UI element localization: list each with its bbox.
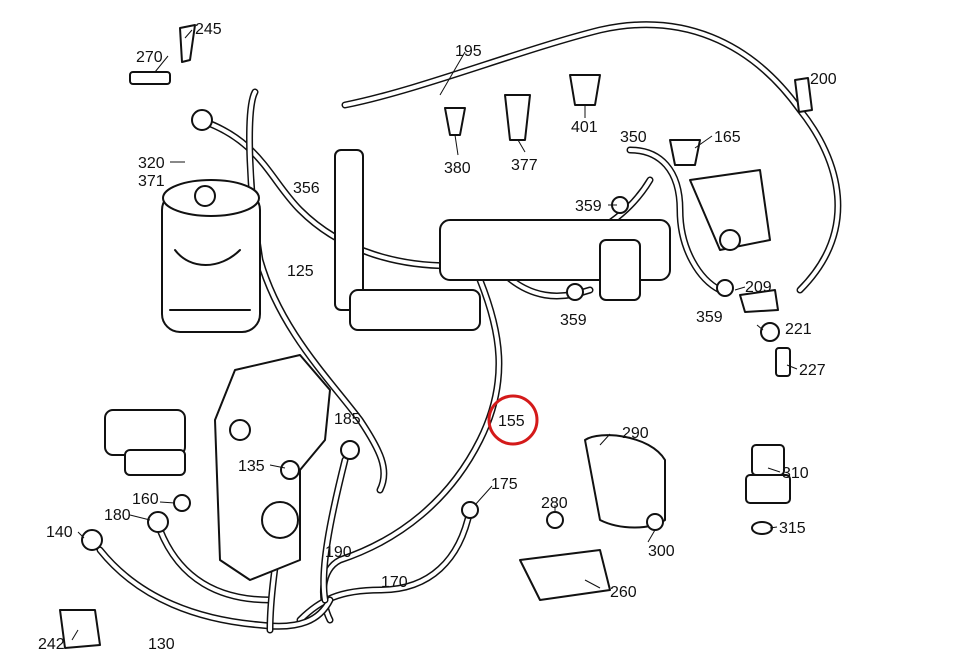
label-310: 310: [782, 465, 809, 482]
fuel-filter: [161, 179, 261, 333]
label-320: 320: [138, 155, 165, 172]
label-371: 371: [138, 173, 165, 190]
label-190: 190: [325, 544, 352, 561]
sensor-bracket: [519, 434, 666, 601]
part-labels: 245 270 195 200 401 377 380 350 165 320 …: [38, 21, 837, 653]
label-140: 140: [46, 524, 73, 541]
label-200: 200: [810, 71, 837, 88]
label-315: 315: [779, 520, 806, 537]
label-195: 195: [455, 43, 482, 60]
label-260: 260: [610, 584, 637, 601]
label-290: 290: [622, 425, 649, 442]
label-242: 242: [38, 636, 65, 653]
label-175: 175: [491, 476, 518, 493]
label-380: 380: [444, 160, 471, 177]
label-245: 245: [195, 21, 222, 38]
label-221: 221: [785, 321, 812, 338]
label-130: 130: [148, 636, 175, 653]
label-270: 270: [136, 49, 163, 66]
label-377: 377: [511, 157, 538, 174]
injection-pump: [104, 354, 331, 581]
label-359-a: 359: [575, 198, 602, 215]
pressure-sensor: [745, 444, 791, 535]
label-350: 350: [620, 129, 647, 146]
label-359-b: 359: [560, 312, 587, 329]
label-209: 209: [745, 279, 772, 296]
highlight-circle: [487, 394, 539, 446]
injector-rail: [334, 149, 771, 331]
tube-lines: [96, 21, 842, 634]
label-160: 160: [132, 491, 159, 508]
leader-lines: [71, 29, 798, 641]
label-227: 227: [799, 362, 826, 379]
label-185: 185: [334, 411, 361, 428]
label-135: 135: [238, 458, 265, 475]
label-359-c: 359: [696, 309, 723, 326]
label-280: 280: [541, 495, 568, 512]
label-170: 170: [381, 574, 408, 591]
small-parts: [59, 24, 813, 649]
label-165: 165: [714, 129, 741, 146]
label-180: 180: [104, 507, 131, 524]
label-155: 155: [498, 413, 525, 430]
label-356: 356: [293, 180, 320, 197]
label-125: 125: [287, 263, 314, 280]
label-401: 401: [571, 119, 598, 136]
label-300: 300: [648, 543, 675, 560]
